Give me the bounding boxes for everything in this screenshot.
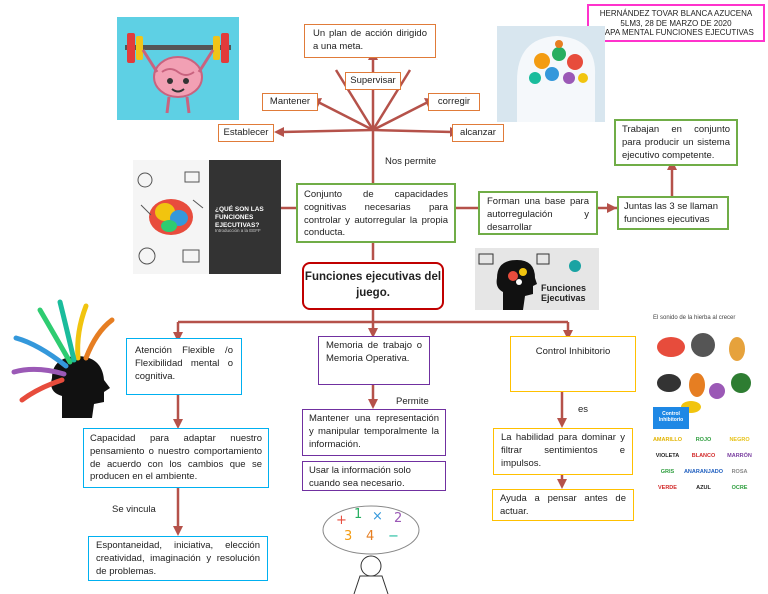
memoria-desc1-box: Mantener una representación y manipular …	[302, 409, 446, 456]
stroop-word: NEGRO	[729, 437, 750, 443]
es-label: es	[578, 404, 589, 415]
se-vincula-label: Se vincula	[112, 504, 156, 515]
svg-text:4: 4	[366, 529, 374, 544]
child-math-icon: + 1 × 2 3 4 −	[322, 505, 420, 594]
memoria-desc2-box: Usar la información solo cuando sea nece…	[302, 461, 446, 491]
svg-text:3: 3	[344, 529, 352, 544]
stroop-word: AZUL	[696, 485, 711, 491]
svg-text:×: ×	[372, 509, 383, 524]
funciones-logo-image: Funciones Ejecutivas	[475, 248, 599, 310]
memoria-title-box: Memoria de trabajo o Memoria Operativa.	[318, 336, 430, 385]
trabajan-box: Trabajan en conjunto para producir un si…	[614, 119, 738, 166]
stroop-word: AMARILLO	[652, 437, 682, 443]
brain-lifter-icon	[125, 33, 231, 114]
group-date: 5LM3, 28 DE MARZO DE 2020	[620, 18, 732, 28]
stroop-word: BLANCO	[691, 453, 716, 459]
map-title: MAPA MENTAL FUNCIONES EJECUTIVAS	[598, 28, 754, 38]
stroop-word: VERDE	[657, 485, 677, 491]
book-cover-image: ¿QUÉ SON LAS FUNCIONES EJECUTIVAS? Intro…	[133, 160, 281, 274]
juntas-box: Juntas las 3 se llaman funciones ejecuti…	[617, 196, 729, 230]
svg-text:1: 1	[354, 507, 362, 522]
plan-box: Un plan de acción dirigido a una meta.	[304, 24, 436, 58]
svg-text:+: +	[336, 513, 347, 528]
stroop-word: VIOLETA	[655, 453, 680, 459]
book-subtitle: Introducción a la EEFF	[215, 228, 261, 233]
head-gears-image	[497, 26, 605, 122]
atencion-title-box: Atención Flexible /o Flexibilidad mental…	[126, 338, 242, 395]
forman-box: Forman una base para autorregulación y d…	[478, 191, 598, 235]
stroop-word: MARRÓN	[727, 453, 752, 459]
supervisar-box: Supervisar	[345, 72, 401, 90]
logo-word-1: Funciones	[541, 283, 587, 293]
rainbow-arrows-icon	[11, 299, 115, 418]
stroop-test-image: El sonido de la hierba al crecer Control…	[651, 313, 756, 518]
author-header: HERNÁNDEZ TOVAR BLANCA AZUCENA 5LM3, 28 …	[587, 4, 765, 42]
alcanzar-box: alcanzar	[452, 124, 504, 142]
mantener-box: Mantener	[262, 93, 318, 111]
nos-permite-label: Nos permite	[385, 156, 437, 167]
definition-box: Conjunto de capacidades cognitivas neces…	[296, 183, 456, 243]
animals-icon	[657, 333, 751, 413]
stroop-word: ROSA	[731, 469, 748, 475]
atencion-desc-box: Capacidad para adaptar nuestro pensamien…	[83, 428, 269, 488]
stroop-word: ROJO	[695, 437, 712, 443]
head-gears-icon	[517, 36, 596, 122]
brain-doodle-icon	[137, 171, 204, 265]
rainbow-head-image	[0, 296, 118, 418]
stroop-word: OCRE	[731, 485, 748, 491]
child-numbers-image: + 1 × 2 3 4 −	[314, 500, 428, 594]
stroop-word: ANARANJADO	[683, 469, 724, 475]
permite-label: Permite	[396, 396, 429, 407]
author-name: HERNÁNDEZ TOVAR BLANCA AZUCENA	[599, 9, 753, 18]
head-silhouette-icon	[478, 253, 581, 310]
central-title: Funciones ejecutivas del juego.	[302, 262, 444, 310]
atencion-result-box: Espontaneidad, iniciativa, elección crea…	[88, 536, 268, 581]
control-desc2-box: Ayuda a pensar antes de actuar.	[492, 489, 634, 521]
stroop-badge: Control Inhibitorio	[653, 407, 689, 429]
control-desc1-box: La habilidad para dominar y filtrar sent…	[493, 428, 633, 475]
stroop-words: AMARILLO ROJO NEGRO VIOLETA BLANCO MARRÓN GRIS…	[651, 437, 756, 491]
establecer-box: Establecer	[218, 124, 274, 142]
stroop-word: GRIS	[660, 469, 675, 475]
control-title-box: Control Inhibitorio	[510, 336, 636, 392]
brain-weightlifting-image	[117, 17, 239, 120]
stroop-title: El sonido de la hierba al crecer	[653, 315, 736, 321]
book-title: ¿QUÉ SON LAS FUNCIONES EJECUTIVAS?	[215, 206, 264, 229]
svg-text:2: 2	[394, 511, 402, 526]
corregir-box: corregir	[428, 93, 480, 111]
logo-word-2: Ejecutivas	[541, 292, 586, 303]
svg-text:−: −	[388, 529, 399, 544]
